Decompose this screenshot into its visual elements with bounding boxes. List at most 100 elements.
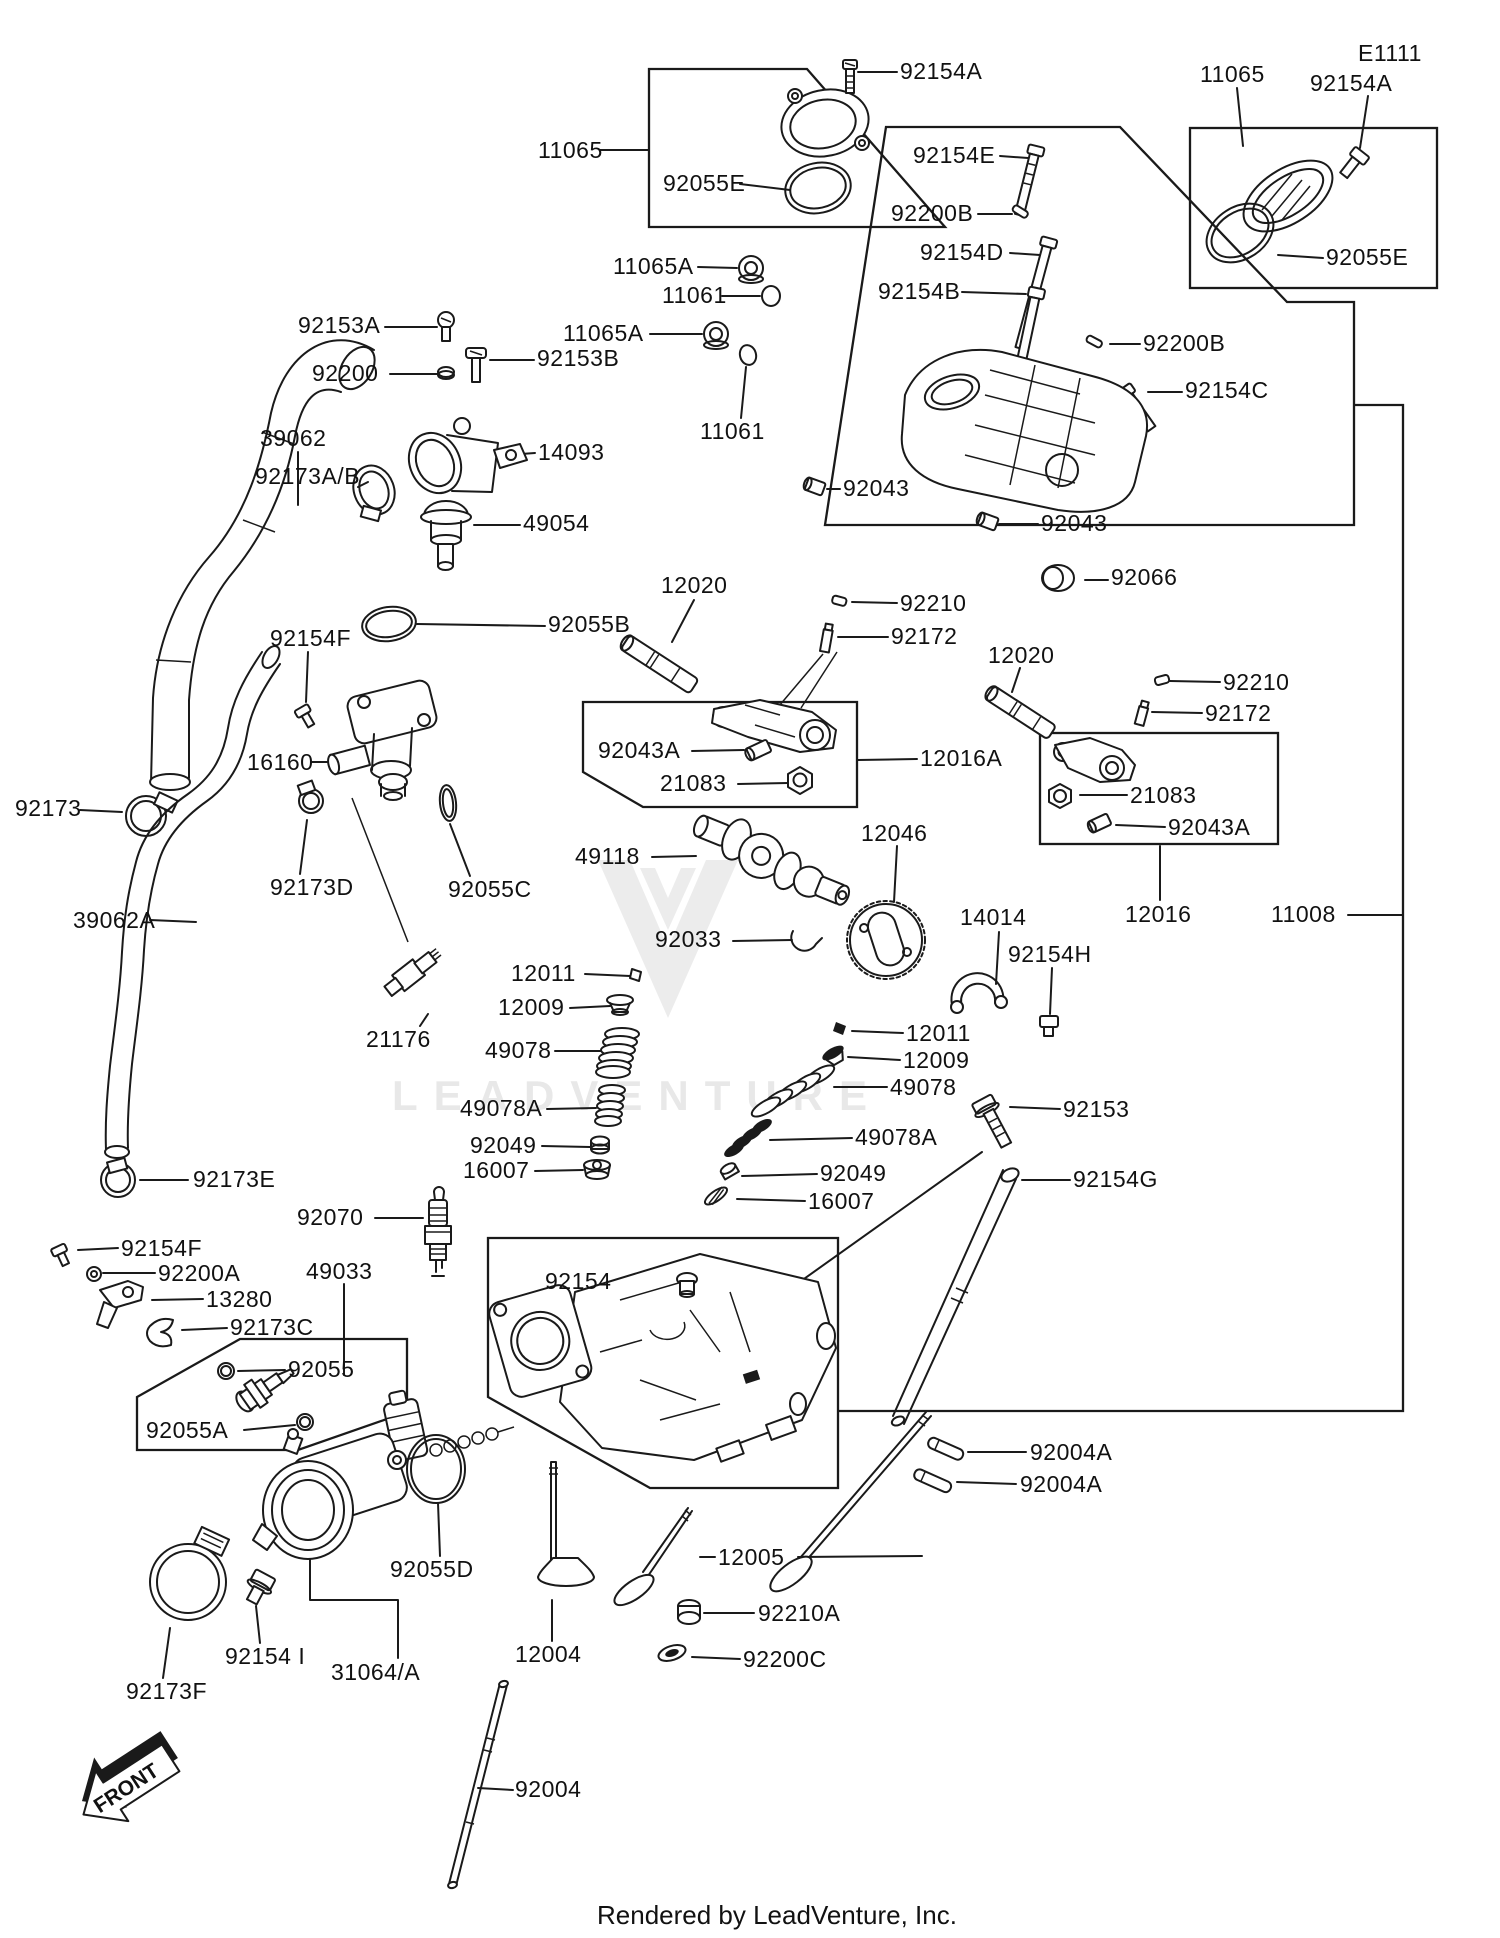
- drawing-holder-31064: [252, 1428, 408, 1560]
- part-label-14014: 14014: [960, 904, 1027, 930]
- part-label-92004A-1: 92004A: [1030, 1439, 1113, 1465]
- drawing-nut-21083-2: [1048, 783, 1072, 809]
- group-box-cylinder-head: [486, 1236, 840, 1490]
- drawing-seal-16007-2: [703, 1186, 729, 1206]
- drawing-retainer-12009-1: [606, 994, 634, 1016]
- drawing-bolt-92154F-1: [293, 703, 316, 729]
- drawing-clamp-92173AB: [352, 464, 396, 523]
- part-label-92055A: 92055A: [146, 1417, 229, 1443]
- drawing-spark-plug-92070: [424, 1186, 452, 1277]
- part-label-12011-1: 12011: [511, 960, 576, 986]
- drawing-pin-92200B-2: [1085, 334, 1103, 349]
- part-label-31064A: 31064/A: [331, 1659, 421, 1685]
- part-label-92055D: 92055D: [390, 1556, 474, 1582]
- drawing-injector: [235, 1368, 295, 1413]
- part-label-16007-1: 16007: [463, 1157, 530, 1183]
- part-label-92153B: 92153B: [537, 345, 620, 371]
- drawing-keeper-12011-2: [833, 1022, 846, 1035]
- part-label-11008: 11008: [1271, 901, 1336, 927]
- drawing-oring-92055A: [296, 1413, 314, 1431]
- drawing-oring-92055D: [406, 1434, 466, 1504]
- part-label-92154C: 92154C: [1185, 377, 1269, 403]
- bracket-11008: [838, 403, 1405, 1413]
- part-label-92004: 92004: [515, 1776, 582, 1802]
- part-label-92033: 92033: [655, 926, 722, 952]
- drawing-camshaft-49118: [692, 814, 851, 906]
- drawing-spring-49078-2: [750, 1064, 836, 1118]
- group-box-breather-cover-right: [1188, 126, 1439, 290]
- part-label-49078A-2: 49078A: [855, 1124, 938, 1150]
- drawing-clamp-92173F: [149, 1525, 231, 1621]
- part-label-92154I: 92154 I: [225, 1643, 306, 1669]
- part-label-12009-1: 12009: [498, 994, 565, 1020]
- part-label-92210A: 92210A: [758, 1600, 841, 1626]
- part-label-92173AB: 92173A/B: [255, 463, 361, 489]
- drawing-pin-92172-1: [818, 622, 834, 654]
- part-label-92210-2: 92210: [1223, 669, 1290, 695]
- part-label-11065A-2: 11065A: [563, 320, 644, 346]
- drawing-pin-92200B-1: [1011, 204, 1029, 219]
- drawing-rocker-arm-left: [711, 699, 837, 753]
- part-label-12016A: 12016A: [920, 745, 1003, 771]
- drawing-sprocket-12046: [846, 900, 926, 980]
- drawing-hose-39062A: [104, 645, 281, 1159]
- drawing-capnut-11065A-2: [703, 321, 729, 350]
- drawing-stud-92004A-1: [927, 1436, 965, 1461]
- drawing-spring-49078A-1: [594, 1084, 626, 1127]
- drawing-bolt-92154B: [1014, 285, 1046, 369]
- part-label-92154B: 92154B: [878, 278, 961, 304]
- part-label-92154F-2: 92154F: [121, 1235, 203, 1261]
- part-label-12005: 12005: [718, 1544, 785, 1570]
- part-label-13280: 13280: [206, 1286, 273, 1312]
- drawing-nut-92200: [437, 366, 455, 380]
- part-label-11061-1: 11061: [662, 282, 727, 308]
- part-label-21176: 21176: [366, 1026, 431, 1052]
- group-box-rocker-left: [581, 700, 859, 809]
- drawing-pin-92210-1: [831, 594, 848, 607]
- part-label-12011-2: 12011: [906, 1020, 971, 1046]
- leadventure-watermark-logo: [598, 860, 738, 1018]
- drawing-dowel-92043-2: [975, 511, 1000, 532]
- part-label-11065-right: 11065: [1200, 61, 1265, 87]
- part-label-92210-1: 92210: [900, 590, 967, 616]
- part-label-49033: 49033: [306, 1258, 373, 1284]
- part-label-92172-1: 92172: [891, 623, 958, 649]
- part-label-92153: 92153: [1063, 1096, 1130, 1122]
- drawing-clamp-92173E: [100, 1156, 136, 1198]
- part-label-92154A-right: 92154A: [1310, 70, 1393, 96]
- part-label-92055C: 92055C: [448, 876, 532, 902]
- drawing-oring-92055B: [361, 605, 417, 643]
- drawing-pin-92043A-2: [1086, 812, 1112, 834]
- drawing-seat-92049-2: [719, 1162, 740, 1181]
- drawing-breather-cover-right: [1205, 159, 1334, 264]
- drawing-seal-11061-1: [761, 285, 781, 307]
- drawing-shaft-12020-1: [619, 634, 699, 694]
- drawing-pin-92172-2: [1133, 699, 1150, 727]
- part-label-92173: 92173: [15, 795, 82, 821]
- drawing-screw-92153B: [465, 347, 487, 383]
- part-label-92200C: 92200C: [743, 1646, 827, 1672]
- drawing-clamp-92173D: [296, 779, 324, 814]
- part-label-39062: 39062: [260, 425, 327, 451]
- group-box-breather-cover-left: [647, 67, 948, 229]
- part-label-92070: 92070: [297, 1204, 364, 1230]
- drawing-bolt-92154H: [1039, 1015, 1059, 1037]
- drawing-thermostat-49054: [420, 500, 472, 571]
- part-label-49078-2: 49078: [890, 1074, 957, 1100]
- drawing-valve-12005-2: [769, 1411, 932, 1593]
- part-label-92153A: 92153A: [298, 312, 381, 338]
- drawing-keeper-12011-1: [629, 968, 642, 982]
- part-label-92154E: 92154E: [913, 142, 996, 168]
- group-box-head-cover: [823, 125, 1356, 527]
- drawing-bolt-92154A-top: [842, 59, 858, 94]
- drawing-hose-39062: [149, 339, 376, 791]
- part-label-92043-2: 92043: [1041, 510, 1108, 536]
- drawing-bolt-92154I: [245, 1568, 276, 1606]
- part-label-92055: 92055: [288, 1356, 355, 1382]
- drawing-valve-12005-1: [613, 1507, 693, 1607]
- drawing-breather-cover-left: [780, 88, 870, 215]
- drawing-head-cover: [900, 348, 1148, 513]
- part-label-92154: 92154: [545, 1268, 612, 1294]
